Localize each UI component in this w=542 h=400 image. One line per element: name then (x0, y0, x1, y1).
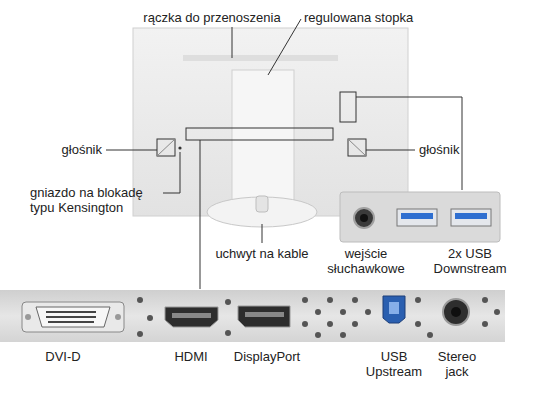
carry-handle (183, 55, 338, 61)
part-label: regulowana stopka (304, 10, 428, 25)
speaker-grille (348, 139, 366, 156)
part-label: głośnik (30, 142, 102, 157)
usb-a-port (451, 209, 491, 226)
hdmi-tongue (172, 313, 211, 318)
leader-line (232, 27, 233, 58)
vent-holes (137, 297, 500, 338)
part-label: DVI-D (28, 349, 98, 364)
part-label: głośnik (419, 142, 499, 157)
usb-a-tongue (455, 213, 487, 219)
speaker-outline (348, 139, 366, 156)
side-port-panel (340, 192, 500, 242)
dvi-screw (115, 314, 121, 320)
displayport-tongue (245, 312, 284, 317)
leader-line (268, 19, 301, 75)
part-label: USB Upstream (358, 349, 430, 379)
stereo-jack (443, 299, 469, 325)
dvi-connector (22, 302, 124, 332)
cable-holder (256, 196, 268, 212)
side-port-outline (340, 92, 356, 122)
usb-a-tongue (401, 213, 433, 219)
kensington-slot (178, 146, 181, 149)
stereo-jack-hole (451, 307, 461, 317)
part-label: DisplayPort (222, 349, 312, 364)
dvi-pins (46, 311, 96, 323)
part-label: Stereo jack (428, 349, 486, 379)
dvi-screw (25, 314, 31, 320)
speaker-grille (157, 139, 175, 156)
leader-lines (106, 19, 462, 289)
speaker-outline (157, 139, 175, 156)
stand-base (207, 197, 317, 227)
port-area-outline (186, 128, 333, 140)
leader-line (262, 224, 263, 243)
leader-line (366, 150, 415, 151)
displayport-port (238, 306, 290, 327)
part-label: uchwyt na kable (197, 246, 327, 261)
dvi-socket (36, 307, 110, 327)
leader-line (106, 150, 157, 151)
usb-a-port (397, 209, 437, 226)
hdmi-port (165, 307, 218, 327)
port-strip (0, 290, 505, 342)
leader-line (200, 140, 201, 289)
headphone-jack-hole (360, 214, 368, 222)
part-label: wejście słuchawkowe (318, 246, 414, 276)
part-label: rączka do przenoszenia (142, 10, 282, 25)
part-label: gniazdo na blokadę typu Kensington (30, 185, 158, 215)
part-label: 2x USB Downstream (426, 246, 514, 276)
usb-b-tongue (389, 302, 399, 314)
monitor-back (133, 28, 408, 216)
stand-neck (232, 70, 294, 205)
leader-line (163, 152, 180, 193)
headphone-jack (354, 208, 374, 228)
usb-b-port (383, 296, 405, 323)
part-label: HDMI (156, 349, 226, 364)
